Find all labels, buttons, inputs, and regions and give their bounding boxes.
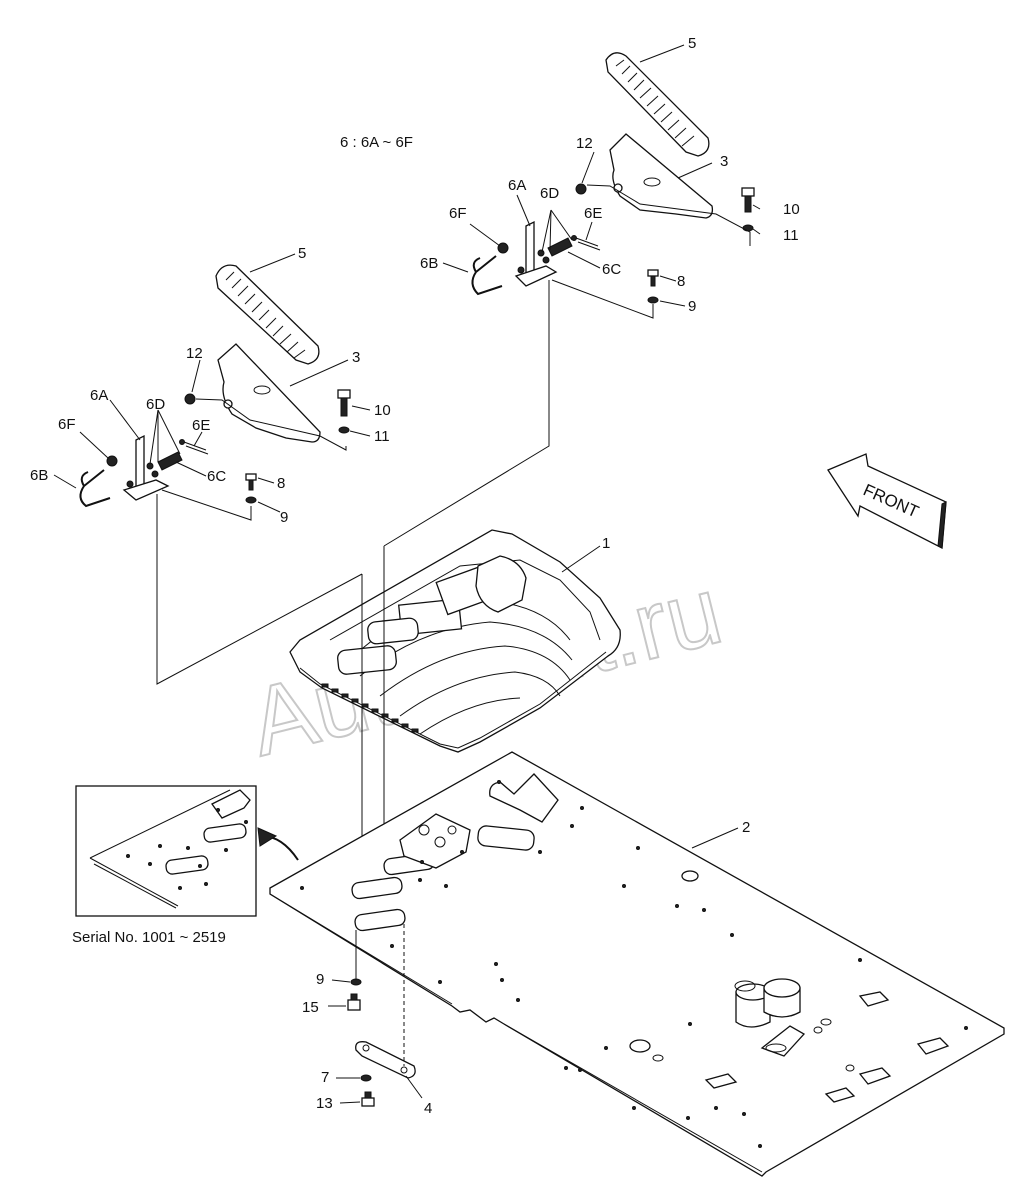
bottom-hardware: 9 15 7 13 4: [302, 924, 432, 1117]
right-ubolt-6b: [471, 255, 503, 296]
floor-plate: 2: [269, 751, 1005, 1177]
right-label-6f: 6F: [449, 205, 467, 222]
left-nut-6f: [106, 455, 118, 467]
bottom-label-13: 13: [316, 1095, 333, 1112]
left-washer-11: [338, 426, 350, 434]
left-label-6f: 6F: [58, 416, 76, 433]
left-label-12: 12: [186, 345, 203, 362]
left-nut-12: [184, 393, 196, 405]
front-arrow: FRONT: [827, 453, 947, 550]
left-spring-6c: [146, 451, 183, 478]
left-label-6b: 6B: [30, 467, 48, 484]
left-label-6d: 6D: [146, 396, 165, 413]
left-bolt-8: [245, 473, 257, 491]
right-nut-6f: [497, 242, 509, 254]
left-washer-9: [245, 496, 257, 504]
bottom-label-9: 9: [316, 971, 324, 988]
right-label-8: 8: [677, 273, 685, 290]
floor-mat: 1: [289, 529, 621, 900]
left-label-3: 3: [352, 349, 360, 366]
right-bolt-8: [647, 269, 659, 287]
left-pedal-arm: [217, 343, 321, 443]
bottom-label-15: 15: [302, 999, 319, 1016]
right-label-6b: 6B: [420, 255, 438, 272]
left-label-8: 8: [277, 475, 285, 492]
group-note: 6 : 6A ~ 6F: [340, 134, 413, 151]
right-label-11: 11: [783, 227, 799, 244]
bottom-label-7: 7: [321, 1069, 329, 1086]
right-label-3: 3: [720, 153, 728, 170]
left-ubolt-6b: [79, 469, 111, 508]
right-label-9: 9: [688, 298, 696, 315]
right-pin-6e: [575, 237, 601, 251]
floor-mat-label-1: 1: [602, 535, 610, 552]
left-pin-6e: [183, 441, 209, 455]
bottom-bolt-13: [361, 1091, 375, 1107]
right-nut-12: [575, 183, 587, 195]
right-label-6a: 6A: [508, 177, 526, 194]
right-washer-11: [742, 224, 754, 232]
floor-plate-label-2: 2: [742, 819, 750, 836]
right-bolt-10: [741, 187, 755, 213]
right-label-6c: 6C: [602, 261, 621, 278]
right-label-6d: 6D: [540, 185, 559, 202]
right-pedal-pad: [605, 52, 710, 157]
left-pedal-pad: [215, 264, 320, 365]
left-label-6a: 6A: [90, 387, 108, 404]
left-bracket-6a: [122, 434, 170, 501]
serial-note: Serial No. 1001 ~ 2519: [72, 929, 226, 946]
bottom-plate-4: [355, 1041, 416, 1079]
right-spring-6c: [537, 237, 573, 264]
right-label-5: 5: [688, 35, 696, 52]
bottom-bolt-15: [347, 993, 361, 1011]
left-label-9: 9: [280, 509, 288, 526]
left-pedal-assembly: 5 12 3 10 11 6A 6D 6E 6F 6B 6C 8 9: [30, 245, 391, 685]
right-label-12: 12: [576, 135, 593, 152]
floor-plate-cylinders: [734, 978, 801, 1028]
right-bracket-6a: [514, 220, 558, 287]
left-label-6c: 6C: [207, 468, 226, 485]
right-label-10: 10: [783, 201, 800, 218]
left-bolt-10: [337, 389, 351, 417]
right-label-6e: 6E: [584, 205, 602, 222]
left-label-11: 11: [374, 428, 390, 445]
right-washer-9: [647, 296, 659, 304]
bottom-washer-7: [360, 1074, 372, 1082]
left-label-5: 5: [298, 245, 306, 262]
bottom-label-4: 4: [424, 1100, 432, 1117]
left-label-6e: 6E: [192, 417, 210, 434]
right-pedal-assembly: 5 12 3 10 11 6A 6D 6E 6F 6B 6C 8 9: [383, 35, 800, 547]
serial-inset: Serial No. 1001 ~ 2519: [72, 785, 299, 946]
left-label-10: 10: [374, 402, 391, 419]
